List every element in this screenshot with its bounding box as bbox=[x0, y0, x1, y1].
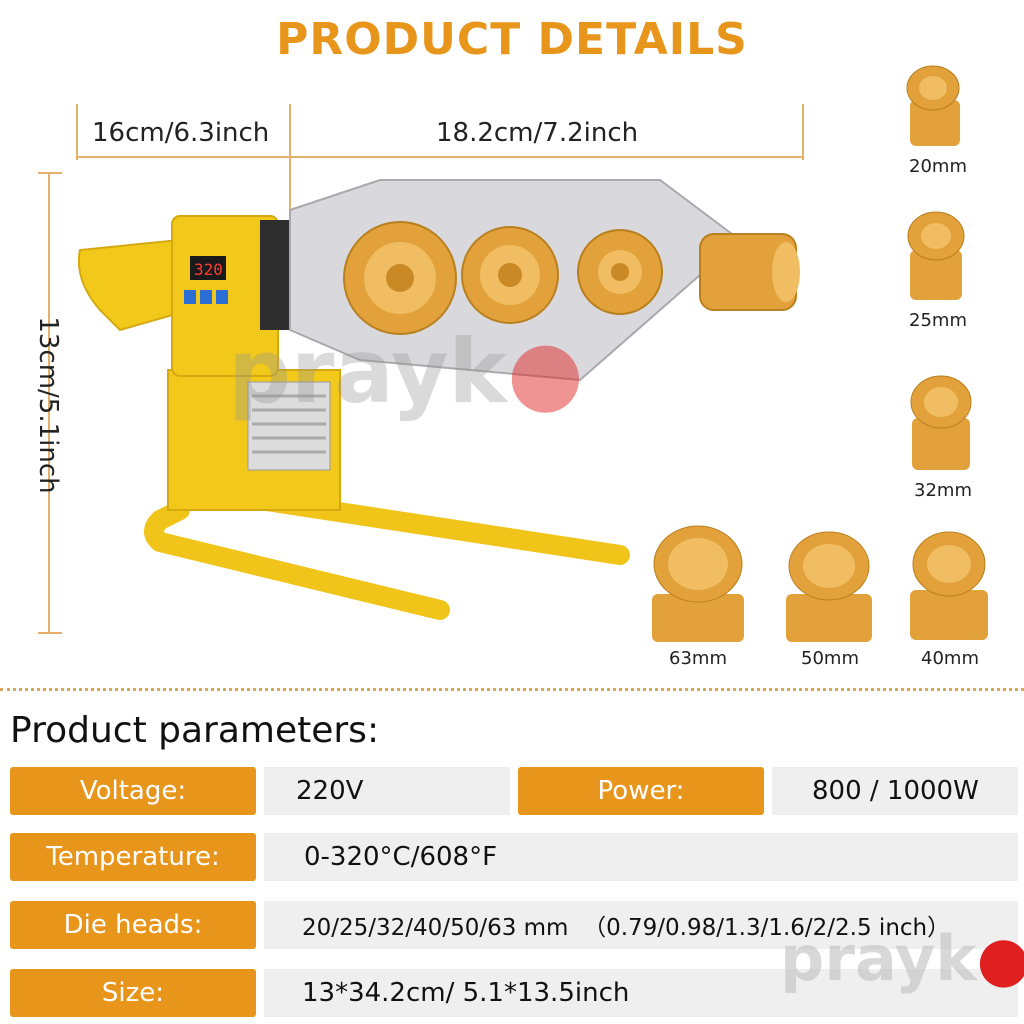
die-label-20mm: 20mm bbox=[909, 156, 967, 177]
die-head-medium bbox=[461, 226, 559, 324]
page-title: PRODUCT DETAILS bbox=[276, 14, 748, 65]
die-32mm-icon bbox=[910, 375, 972, 470]
control-button bbox=[216, 290, 228, 304]
control-button bbox=[184, 290, 196, 304]
die-heads-value: 20/25/32/40/50/63 mm （0.79/0.98/1.3/1.6/… bbox=[264, 901, 1018, 949]
watermark-logo-bottom: prayk● bbox=[780, 922, 1024, 995]
voltage-label: Voltage: bbox=[10, 767, 256, 815]
dimension-height: 13cm/5.1inch bbox=[33, 316, 63, 494]
dimension-plate-width: 18.2cm/7.2inch bbox=[436, 118, 639, 148]
dimension-tick-middle bbox=[289, 104, 291, 224]
die-head-small bbox=[577, 229, 663, 315]
die-50mm-icon bbox=[786, 531, 872, 642]
die-label-63mm: 63mm bbox=[669, 648, 727, 669]
voltage-value: 220V bbox=[264, 767, 510, 815]
die-label-25mm: 25mm bbox=[909, 310, 967, 331]
die-head-large bbox=[343, 221, 457, 335]
temperature-value: 0-320°C/608°F bbox=[264, 833, 1018, 881]
dimension-line-vertical bbox=[48, 172, 50, 634]
die-label-50mm: 50mm bbox=[801, 648, 859, 669]
dimension-tick-bottom bbox=[38, 632, 62, 634]
size-value: 13*34.2cm/ 5.1*13.5inch bbox=[264, 969, 1018, 1017]
params-title: Product parameters: bbox=[10, 710, 380, 751]
die-heads-label: Die heads: bbox=[10, 901, 256, 949]
watermark-logo-center: prayk● bbox=[228, 320, 584, 423]
power-label: Power: bbox=[518, 767, 764, 815]
machine-handle bbox=[77, 238, 192, 332]
dimension-tick-right bbox=[802, 104, 804, 160]
temperature-display bbox=[190, 256, 226, 280]
die-head-extended bbox=[699, 233, 800, 311]
display-reading: 320 bbox=[194, 260, 223, 279]
die-40mm-icon bbox=[910, 531, 988, 640]
power-value: 800 / 1000W bbox=[772, 767, 1018, 815]
size-label: Size: bbox=[10, 969, 256, 1017]
die-25mm-icon bbox=[907, 211, 965, 300]
die-label-32mm: 32mm bbox=[914, 480, 972, 501]
welding-machine-illustration: 320 bbox=[77, 179, 800, 620]
die-63mm-icon bbox=[652, 525, 744, 642]
dimension-line-horizontal bbox=[76, 156, 804, 158]
die-label-40mm: 40mm bbox=[921, 648, 979, 669]
control-button bbox=[200, 290, 212, 304]
dimension-handle-width: 16cm/6.3inch bbox=[92, 118, 270, 148]
stand-leg-front bbox=[144, 500, 450, 620]
temperature-label: Temperature: bbox=[10, 833, 256, 881]
dimension-tick-top bbox=[38, 172, 62, 174]
die-20mm-icon bbox=[906, 65, 960, 146]
section-divider bbox=[0, 688, 1024, 691]
dimension-tick-left bbox=[76, 104, 78, 160]
